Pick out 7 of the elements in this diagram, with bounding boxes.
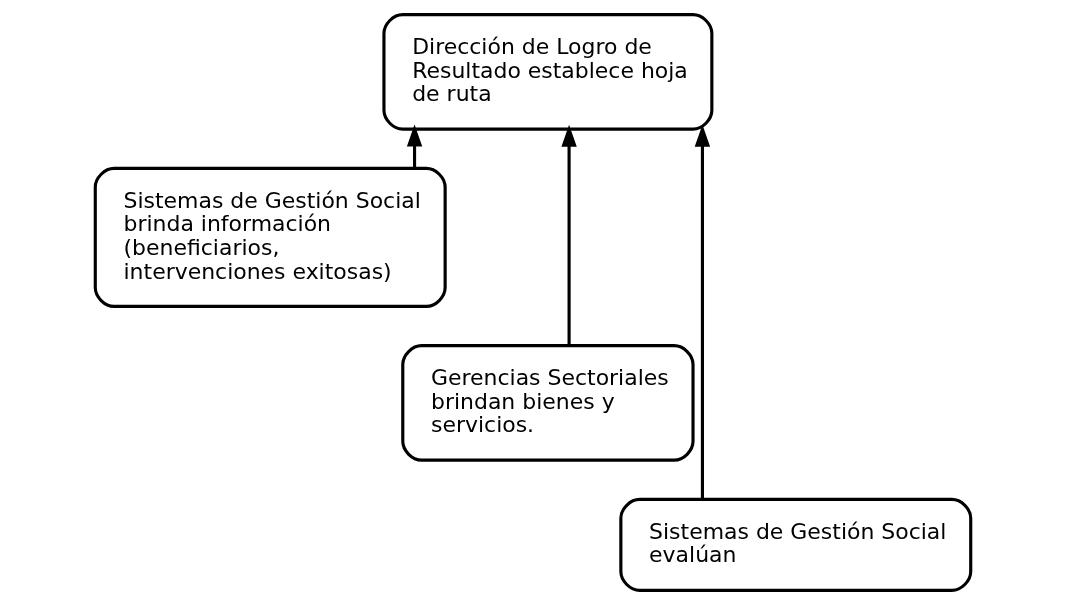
node-box: Dirección de Logro de Resultado establece hoja de ruta xyxy=(381,13,713,131)
node-box: Sistemas de Gestión Social evalúan xyxy=(618,497,972,592)
arrow xyxy=(406,124,422,169)
arrow xyxy=(694,124,710,500)
node-box: Sistemas de Gestión Social brinda información (beneficiarios, intervenciones exitosas) xyxy=(93,166,447,308)
arrow xyxy=(560,124,577,346)
node-box: Gerencias Sectoriales brindan bienes y servicios. xyxy=(400,344,695,462)
